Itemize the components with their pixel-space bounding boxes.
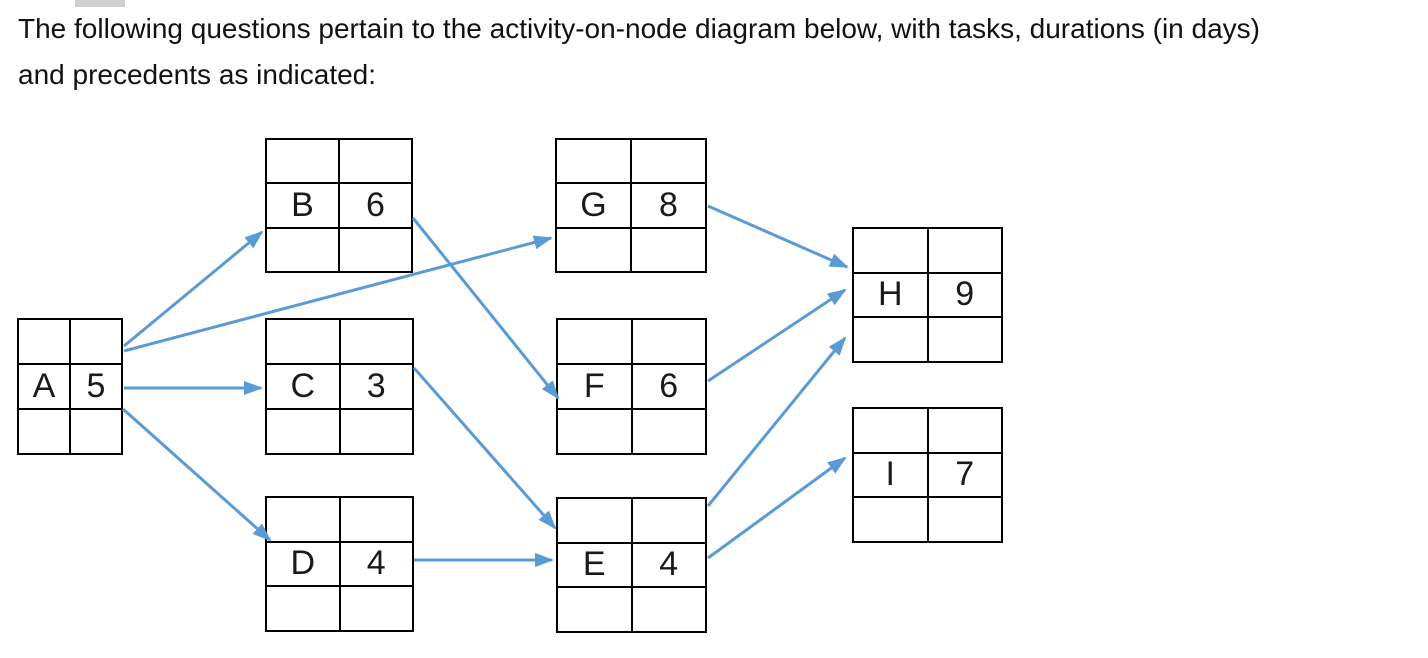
- edge-E-H: [706, 336, 847, 507]
- node-H-duration: 9: [927, 272, 1002, 318]
- node-E-empty-cell: [631, 498, 706, 543]
- node-F-empty-cell: [557, 319, 632, 364]
- node-I-empty-cell: [927, 497, 1002, 542]
- node-G-empty-cell: [556, 227, 631, 272]
- top-edge-gray-fragment: [75, 0, 125, 7]
- node-H-empty-cell: [927, 228, 1002, 273]
- node-I-empty-cell: [853, 408, 928, 453]
- node-E-label: E: [557, 542, 632, 588]
- instruction-line-1: The following questions pertain to the a…: [18, 13, 1260, 44]
- edge-F-H: [707, 288, 847, 383]
- node-C-empty-cell: [339, 409, 413, 454]
- node-B-label: B: [266, 183, 339, 228]
- edge-A-B: [123, 230, 264, 348]
- node-I-empty-cell: [853, 497, 928, 542]
- node-F-empty-cell: [557, 409, 632, 454]
- node-B-empty-cell: [266, 139, 339, 184]
- node-D-empty-cell: [266, 497, 340, 542]
- node-C-empty-cell: [339, 319, 413, 364]
- node-E-empty-cell: [631, 587, 706, 632]
- edge-B-F: [411, 217, 560, 400]
- node-G-empty-cell: [631, 227, 706, 272]
- edge-A-D: [122, 407, 272, 542]
- node-D-label: D: [266, 541, 340, 587]
- node-I-duration: 7: [927, 452, 1002, 498]
- node-C-empty-cell: [266, 319, 340, 364]
- node-G-empty-cell: [556, 139, 631, 184]
- node-D-empty-cell: [339, 586, 413, 631]
- node-G-empty-cell: [631, 139, 706, 184]
- edge-C-E: [412, 367, 557, 530]
- node-A-empty-cell: [18, 409, 70, 454]
- instruction-text: The following questions pertain to the a…: [18, 6, 1260, 98]
- node-B-empty-cell: [339, 139, 412, 184]
- node-E-duration: 4: [631, 542, 706, 588]
- node-F-empty-cell: [631, 319, 706, 364]
- node-D-empty-cell: [266, 586, 340, 631]
- node-B-duration: 6: [339, 183, 412, 228]
- node-D-duration: 4: [339, 541, 413, 587]
- node-F-duration: 6: [631, 364, 706, 409]
- node-E-empty-cell: [557, 498, 632, 543]
- node-C-empty-cell: [266, 409, 340, 454]
- node-H-empty-cell: [927, 317, 1002, 362]
- node-A-label: A: [18, 364, 70, 409]
- instruction-line-2: and precedents as indicated:: [18, 59, 377, 90]
- node-A-empty-cell: [18, 319, 70, 364]
- node-A-duration: 5: [70, 364, 122, 409]
- node-G-duration: 8: [631, 183, 706, 228]
- node-C-duration: 3: [339, 364, 413, 409]
- node-H-label: H: [853, 272, 928, 318]
- node-A-empty-cell: [70, 409, 122, 454]
- node-H-empty-cell: [853, 228, 928, 273]
- node-E-empty-cell: [557, 587, 632, 632]
- node-B-empty-cell: [266, 227, 339, 272]
- edge-G-H: [707, 204, 849, 269]
- node-I-empty-cell: [927, 408, 1002, 453]
- node-G-label: G: [556, 183, 631, 228]
- node-A-empty-cell: [70, 319, 122, 364]
- node-H-empty-cell: [853, 317, 928, 362]
- edge-E-I: [707, 456, 847, 560]
- node-B-empty-cell: [339, 227, 412, 272]
- node-F-empty-cell: [631, 409, 706, 454]
- node-I-label: I: [853, 452, 928, 498]
- node-D-empty-cell: [339, 497, 413, 542]
- node-F-label: F: [557, 364, 632, 409]
- node-C-label: C: [266, 364, 340, 409]
